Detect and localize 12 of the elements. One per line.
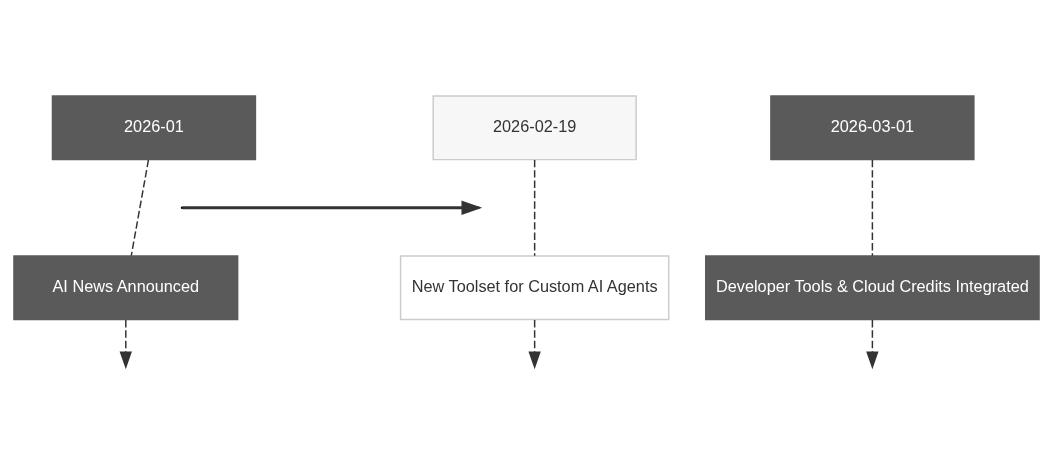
arrow — [119, 318, 133, 369]
connector — [533, 158, 536, 256]
connector — [871, 158, 874, 256]
node-box: 2026-03-01 — [770, 94, 975, 160]
node-box: AI News Announced — [13, 254, 239, 320]
node-box: New Toolset for Custom AI Agents — [399, 254, 670, 320]
node-box: Developer Tools & Cloud Credits Integrated — [705, 254, 1040, 320]
node-box: 2026-02-19 — [432, 94, 637, 160]
connector — [130, 158, 150, 256]
arrow — [866, 318, 879, 369]
arrow — [528, 318, 541, 369]
node-box: 2026-01 — [51, 94, 257, 160]
